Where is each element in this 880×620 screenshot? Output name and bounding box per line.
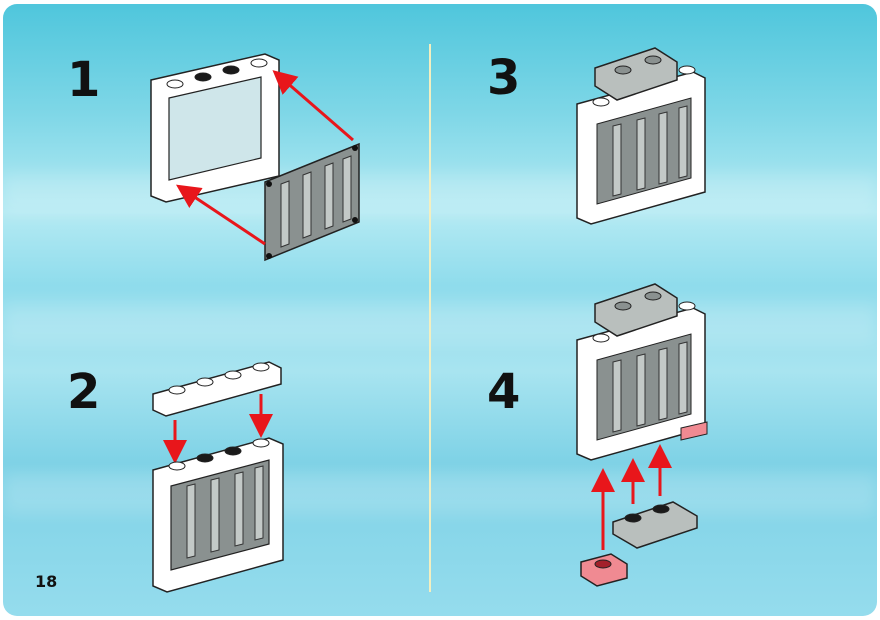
step2-brick — [152, 361, 282, 417]
column-divider — [429, 44, 431, 592]
step2-window-assembly — [152, 437, 284, 593]
page-number: 18 — [35, 572, 58, 591]
sky-band — [3, 174, 877, 214]
step1-grille — [264, 142, 360, 262]
step-number-1: 1 — [67, 52, 101, 108]
step4-assembly — [576, 283, 708, 461]
step1-window-frame — [150, 53, 280, 203]
step-number-3: 3 — [487, 50, 521, 106]
step4-hinge-plate — [612, 501, 698, 549]
sky-band — [3, 474, 877, 514]
step1-arrow-bottom — [176, 184, 266, 246]
step-number-2: 2 — [67, 364, 101, 420]
step3-assembly — [576, 47, 706, 225]
instruction-page: 1 2 3 4 18 — [3, 4, 877, 616]
step1-arrow-top — [272, 70, 354, 142]
instruction-illustrations — [150, 47, 708, 593]
step-number-4: 4 — [487, 364, 521, 420]
step4-red-tile — [580, 553, 628, 587]
sky-band — [3, 304, 877, 344]
